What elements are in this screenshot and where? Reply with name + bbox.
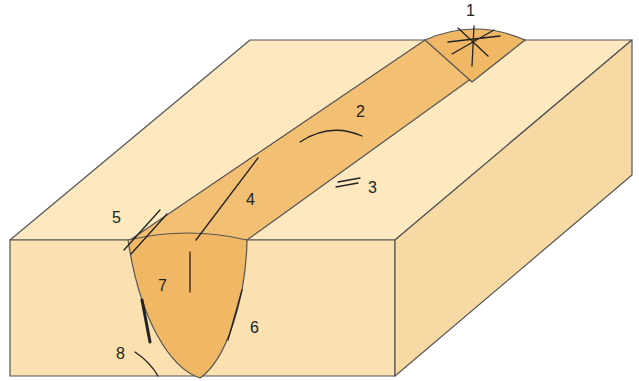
transverse-crack [300,130,362,142]
callout-number: 3 [368,180,377,196]
callout-number: 7 [158,278,167,294]
callout-number: 4 [246,192,255,208]
weld-section [128,233,247,378]
toe-crack [124,210,167,254]
root-crack [135,352,158,376]
weld-end [425,29,525,82]
fusion-crack [228,290,242,340]
crater-crack [448,26,500,66]
callout-number: 1 [466,3,475,19]
longitudinal-crack [190,158,258,292]
callout-number: 5 [112,210,121,226]
callout-number: 6 [250,320,259,336]
toe-crack [336,178,360,187]
underbead-crack [142,300,150,342]
callout-number: 2 [356,104,365,120]
callout-number: 8 [116,346,125,362]
